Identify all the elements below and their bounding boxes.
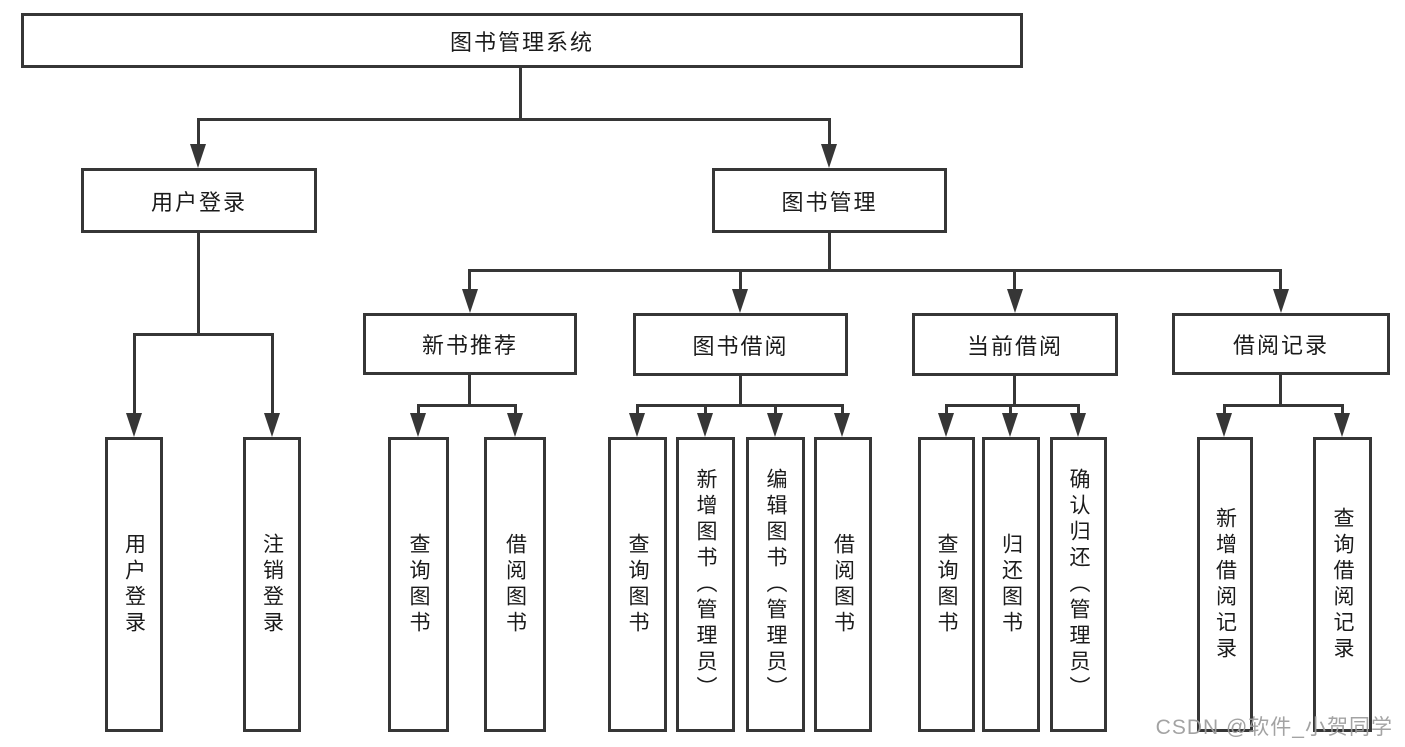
node-book-management: 图书管理 xyxy=(712,168,947,233)
arrow-down-icon xyxy=(462,289,478,313)
arrow-down-icon xyxy=(126,413,142,437)
leaf-label: 查询借阅记录 xyxy=(1331,506,1354,663)
connector-line xyxy=(133,333,136,415)
connector-line xyxy=(636,404,844,407)
leaf-logout-login: 注销登录 xyxy=(243,437,301,732)
connector-line xyxy=(1223,404,1226,413)
connector-line xyxy=(828,118,831,146)
leaf-label: 确认归还（管理员） xyxy=(1067,467,1090,702)
connector-line xyxy=(841,404,844,413)
leaf-query-borrow-record: 查询借阅记录 xyxy=(1313,437,1372,732)
connector-line xyxy=(828,233,831,271)
node-user-login: 用户登录 xyxy=(81,168,317,233)
connector-line xyxy=(1009,404,1012,413)
leaf-label: 注销登录 xyxy=(260,532,284,637)
node-book-borrowing: 图书借阅 xyxy=(633,313,848,376)
connector-line xyxy=(468,375,471,406)
arrow-down-icon xyxy=(821,144,837,168)
connector-line xyxy=(197,233,200,335)
arrow-down-icon xyxy=(507,413,523,437)
leaf-confirm-return-admin: 确认归还（管理员） xyxy=(1050,437,1107,732)
arrow-down-icon xyxy=(410,413,426,437)
node-label: 新书推荐 xyxy=(421,333,518,358)
connector-line xyxy=(1279,269,1282,291)
leaf-edit-books-admin: 编辑图书（管理员） xyxy=(746,437,805,732)
leaf-label: 编辑图书（管理员） xyxy=(764,467,787,702)
connector-line xyxy=(197,118,200,146)
leaf-label: 归还图书 xyxy=(999,532,1023,637)
leaf-add-borrow-record: 新增借阅记录 xyxy=(1197,437,1253,732)
arrow-down-icon xyxy=(1216,413,1232,437)
node-label: 当前借阅 xyxy=(966,333,1063,359)
connector-line xyxy=(704,404,707,413)
connector-line xyxy=(945,404,948,413)
connector-line xyxy=(133,333,274,336)
connector-line xyxy=(636,404,639,413)
arrow-down-icon xyxy=(1007,289,1023,313)
node-new-book-recommendation: 新书推荐 xyxy=(363,313,577,375)
arrow-down-icon xyxy=(1002,413,1018,437)
node-borrowing-records: 借阅记录 xyxy=(1172,313,1390,375)
connector-line xyxy=(1223,404,1344,407)
connector-line xyxy=(1013,269,1016,291)
leaf-label: 用户登录 xyxy=(122,532,146,637)
connector-line xyxy=(774,404,777,413)
connector-line xyxy=(739,269,742,291)
node-current-borrowing: 当前借阅 xyxy=(912,313,1118,376)
leaf-query-books-current: 查询图书 xyxy=(918,437,975,732)
leaf-label: 借阅图书 xyxy=(831,532,855,637)
connector-line xyxy=(197,118,831,121)
connector-line xyxy=(519,68,522,121)
connector-line xyxy=(271,333,274,415)
arrow-down-icon xyxy=(767,413,783,437)
leaf-borrow-books-recommend: 借阅图书 xyxy=(484,437,546,732)
leaf-label: 借阅图书 xyxy=(503,532,527,637)
arrow-down-icon xyxy=(732,289,748,313)
connector-line xyxy=(514,404,517,413)
connector-line xyxy=(468,269,1282,272)
leaf-query-books-recommend: 查询图书 xyxy=(388,437,449,732)
leaf-add-books-admin: 新增图书（管理员） xyxy=(676,437,735,732)
leaf-borrow-books-borrowing: 借阅图书 xyxy=(814,437,872,732)
leaf-label: 查询图书 xyxy=(626,532,649,637)
node-label: 图书管理系统 xyxy=(449,29,594,55)
connector-line xyxy=(468,269,471,291)
arrow-down-icon xyxy=(697,413,713,437)
arrow-down-icon xyxy=(190,144,206,168)
node-label: 图书管理 xyxy=(781,189,878,215)
leaf-label: 查询图书 xyxy=(407,532,430,637)
leaf-user-login: 用户登录 xyxy=(105,437,163,732)
connector-line xyxy=(1341,404,1344,413)
arrow-down-icon xyxy=(938,413,954,437)
leaf-return-books: 归还图书 xyxy=(982,437,1040,732)
node-label: 借阅记录 xyxy=(1232,333,1329,358)
connector-line xyxy=(417,404,517,407)
connector-line xyxy=(739,376,742,406)
leaf-label: 查询图书 xyxy=(935,532,958,637)
leaf-label: 新增借阅记录 xyxy=(1213,506,1237,663)
watermark-text: CSDN @软件_小贺同学 xyxy=(1155,716,1393,739)
connector-line xyxy=(1077,404,1080,413)
node-label: 用户登录 xyxy=(150,189,247,215)
node-library-system: 图书管理系统 xyxy=(21,13,1023,68)
connector-line xyxy=(945,404,1080,407)
arrow-down-icon xyxy=(264,413,280,437)
leaf-query-books-borrowing: 查询图书 xyxy=(608,437,667,732)
arrow-down-icon xyxy=(834,413,850,437)
arrow-down-icon xyxy=(1070,413,1086,437)
node-label: 图书借阅 xyxy=(692,333,789,359)
arrow-down-icon xyxy=(629,413,645,437)
connector-line xyxy=(417,404,420,413)
connector-line xyxy=(1279,375,1282,406)
arrow-down-icon xyxy=(1334,413,1350,437)
arrow-down-icon xyxy=(1273,289,1289,313)
leaf-label: 新增图书（管理员） xyxy=(694,467,717,702)
connector-line xyxy=(1013,376,1016,406)
